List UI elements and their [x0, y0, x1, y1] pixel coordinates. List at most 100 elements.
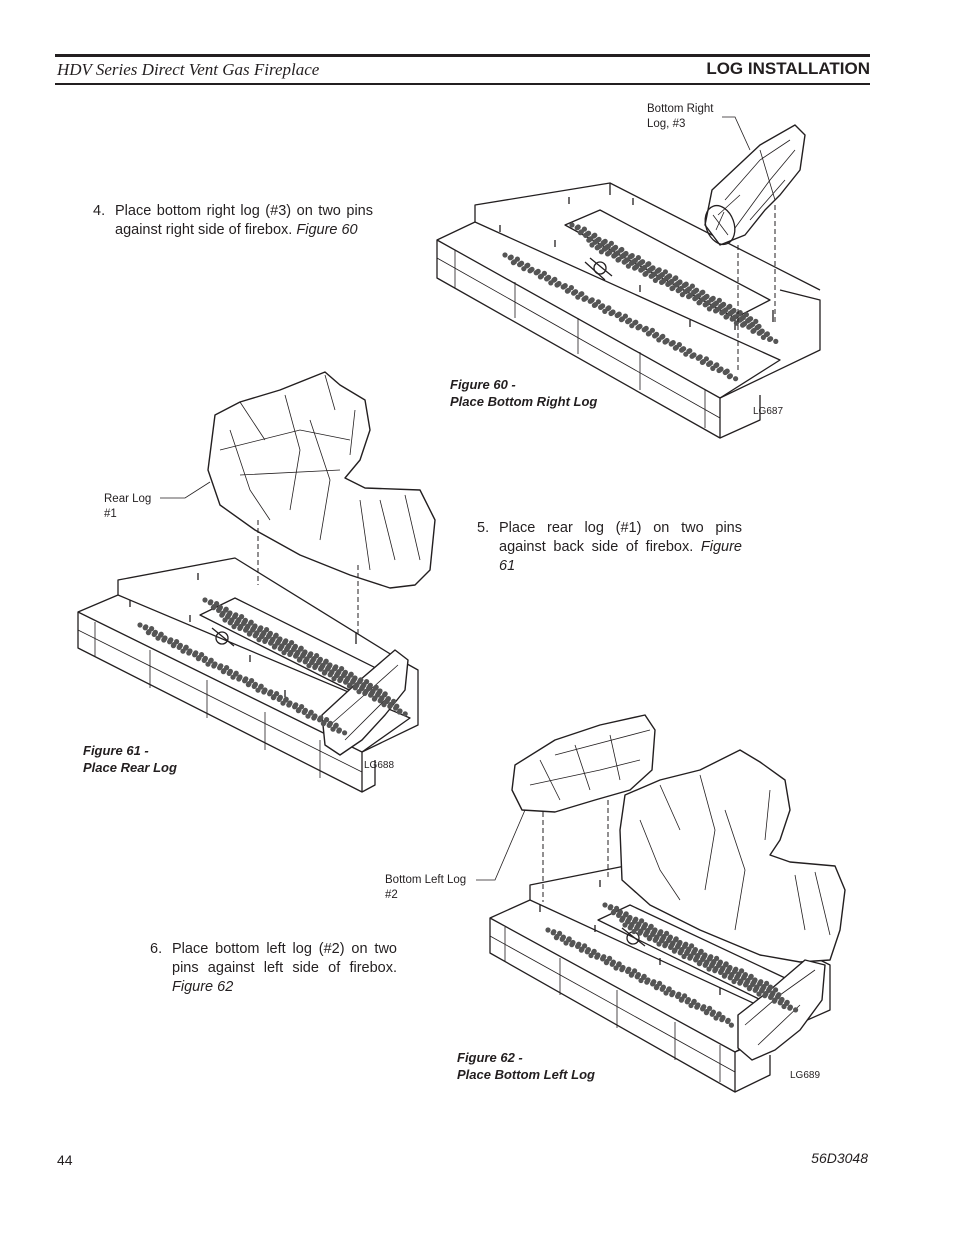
- rock-pebble: [695, 355, 701, 361]
- rock-pebble: [594, 954, 600, 960]
- rock-pebble: [306, 663, 312, 669]
- page-number: 44: [57, 1152, 73, 1168]
- rock-pebble: [609, 961, 615, 967]
- rock-pebble: [231, 624, 237, 630]
- rock-pebble: [545, 927, 551, 933]
- rock-pebble: [550, 930, 556, 936]
- rock-pebble: [681, 953, 687, 960]
- rock-pebble: [216, 607, 222, 614]
- rock-pebble: [706, 361, 712, 367]
- rock-pebble: [170, 643, 176, 649]
- rock-pebble: [702, 962, 708, 968]
- rock-pebble: [321, 670, 327, 676]
- rock-pebble: [762, 993, 768, 999]
- rock-pebble: [663, 990, 669, 996]
- rock-pebble: [295, 708, 301, 714]
- rock-pebble: [665, 281, 671, 287]
- rock-pebble: [638, 977, 644, 984]
- rock-pebble: [381, 702, 387, 708]
- rock-pebble: [578, 947, 585, 953]
- rock-pebble: [277, 646, 283, 652]
- rock-pebble: [151, 631, 157, 638]
- rock-pebble: [246, 631, 252, 637]
- rock-media-61: [137, 597, 408, 736]
- rock-pebble: [684, 999, 690, 1005]
- rock-pebble: [268, 640, 274, 646]
- rock-pebble: [703, 1010, 710, 1016]
- rock-pebble: [591, 302, 598, 308]
- figure-reference: Figure 61: [499, 539, 742, 574]
- rock-pebble: [577, 230, 584, 236]
- log-pins: [539, 880, 721, 995]
- rock-pebble: [312, 664, 318, 671]
- rock-pebble: [752, 987, 758, 993]
- rock-pebble: [671, 948, 678, 954]
- rock-pebble: [575, 294, 581, 300]
- rock-pebble: [155, 635, 161, 641]
- rock-pebble: [718, 969, 724, 976]
- rock-pebble: [625, 319, 631, 325]
- rock-pebble: [641, 327, 647, 333]
- rock-pebble: [675, 288, 681, 294]
- rock-pebble: [706, 306, 713, 312]
- rock-pebble: [712, 968, 718, 974]
- figure-62-code: LG689: [790, 1070, 821, 1081]
- rock-pebble: [192, 652, 198, 658]
- header-bottom-rule: [55, 83, 870, 85]
- rock-pebble: [713, 1015, 719, 1021]
- rock-pebble: [699, 359, 706, 365]
- rock-pebble: [262, 638, 268, 645]
- rock-pebble: [642, 271, 648, 277]
- rock-pebble: [614, 312, 620, 319]
- callout-leader-62: [476, 809, 526, 881]
- figure-60-code: LG687: [753, 406, 784, 417]
- rock-pebble: [137, 622, 143, 628]
- rock-pebble: [706, 966, 712, 972]
- rock-pebble: [656, 941, 662, 947]
- rock-pebble: [145, 630, 151, 636]
- rock-pebble: [608, 310, 614, 317]
- rock-pebble: [396, 709, 402, 715]
- rock-pebble: [688, 1002, 694, 1009]
- rock-pebble: [678, 997, 685, 1003]
- rock-pebble: [336, 728, 342, 734]
- rock-pebble: [563, 940, 569, 946]
- rock-pebble: [696, 300, 702, 306]
- rock-pebble: [646, 936, 653, 942]
- rock-pebble: [696, 961, 703, 967]
- rock-pebble: [731, 978, 737, 985]
- rock-pebble: [287, 651, 293, 658]
- rock-pebble: [343, 679, 349, 685]
- rock-pebble: [226, 670, 232, 677]
- rock-pebble: [584, 949, 590, 955]
- rock-pebble: [362, 690, 368, 697]
- rock-pebble: [330, 726, 336, 732]
- rock-pebble: [202, 597, 208, 603]
- rock-pebble: [267, 691, 273, 697]
- rock-pebble: [205, 661, 211, 667]
- rock-pebble: [553, 935, 560, 941]
- rock-media-60: [502, 222, 779, 382]
- header-top-rule: [55, 54, 870, 57]
- rock-pebble: [571, 290, 577, 296]
- step-6: 6. Place bottom left log (#2) on two pin…: [150, 940, 397, 997]
- rock-pebble: [598, 249, 605, 255]
- rock-pebble: [618, 317, 625, 323]
- rock-pebble: [368, 692, 374, 698]
- rock-pebble: [589, 242, 595, 248]
- header-series-title: HDV Series Direct Vent Gas Fireplace: [57, 60, 320, 79]
- rock-pebble: [725, 1018, 731, 1024]
- rock-pebble: [669, 285, 675, 292]
- rock-pebble: [668, 341, 674, 347]
- rock-pebble: [507, 255, 513, 261]
- rock-pebble: [652, 937, 658, 943]
- rock-pebble: [502, 252, 508, 258]
- rock-pebble: [659, 279, 665, 285]
- rock-pebble: [588, 952, 594, 959]
- rock-pebble: [311, 715, 317, 721]
- rock-pebble: [346, 683, 352, 689]
- rock-pebble: [662, 943, 668, 949]
- figure-reference: Figure 62: [172, 979, 234, 995]
- rock-pebble: [625, 263, 632, 269]
